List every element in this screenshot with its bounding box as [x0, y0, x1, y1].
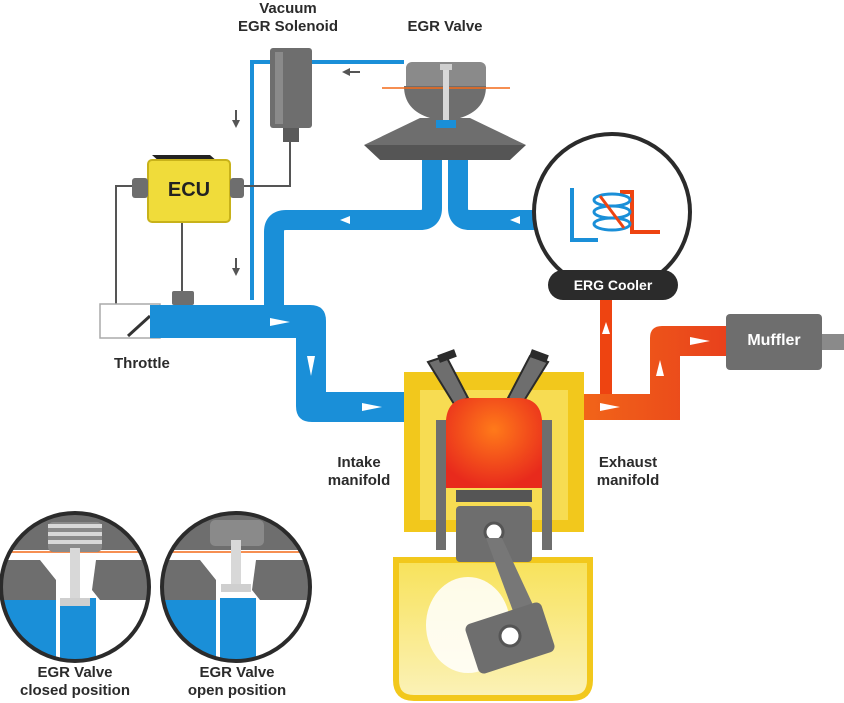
intake-manifold-label: Intake manifold — [318, 454, 400, 490]
egr-return-pipe — [264, 130, 540, 305]
egr-valve-closed-inset — [0, 511, 151, 663]
egr-valve — [364, 62, 526, 160]
closed-position-label-line2: closed position — [19, 682, 130, 699]
open-position-label-line2: open position — [187, 682, 287, 699]
egr-valve-open-inset — [160, 511, 312, 663]
erg-cooler — [532, 132, 692, 300]
muffler-label: Muffler — [747, 332, 801, 349]
ecu-label: ECU — [167, 179, 211, 201]
intake-manifold-label-line1: Intake — [337, 454, 381, 471]
exhaust-manifold-label-line1: Exhaust — [598, 454, 658, 471]
closed-position-label-line1: EGR Valve — [37, 664, 113, 681]
erg-cooler-label: ERG Cooler — [573, 277, 653, 293]
vacuum-solenoid-label: Vacuum EGR Solenoid — [236, 0, 340, 36]
egr-valve-label: EGR Valve — [407, 18, 483, 35]
ecu-box — [132, 155, 244, 223]
closed-position-label: EGR Valve closed position — [2, 664, 148, 700]
vacuum-solenoid — [270, 48, 312, 142]
vacuum-lines — [250, 60, 404, 300]
muffler — [726, 314, 844, 370]
open-position-label-line1: EGR Valve — [199, 664, 275, 681]
throttle-label: Throttle — [114, 355, 170, 372]
intake-manifold-label-line2: manifold — [327, 472, 391, 489]
engine — [393, 349, 593, 701]
vacuum-arrows — [232, 68, 360, 276]
open-position-label: EGR Valve open position — [164, 664, 310, 700]
exhaust-manifold-label-line2: manifold — [596, 472, 660, 489]
exhaust-pipes — [560, 300, 730, 420]
exhaust-manifold-label: Exhaust manifold — [584, 454, 672, 490]
vacuum-solenoid-label-line1: Vacuum — [259, 0, 317, 17]
intake-pipe — [99, 291, 410, 422]
vacuum-solenoid-label-line2: EGR Solenoid — [237, 18, 338, 35]
